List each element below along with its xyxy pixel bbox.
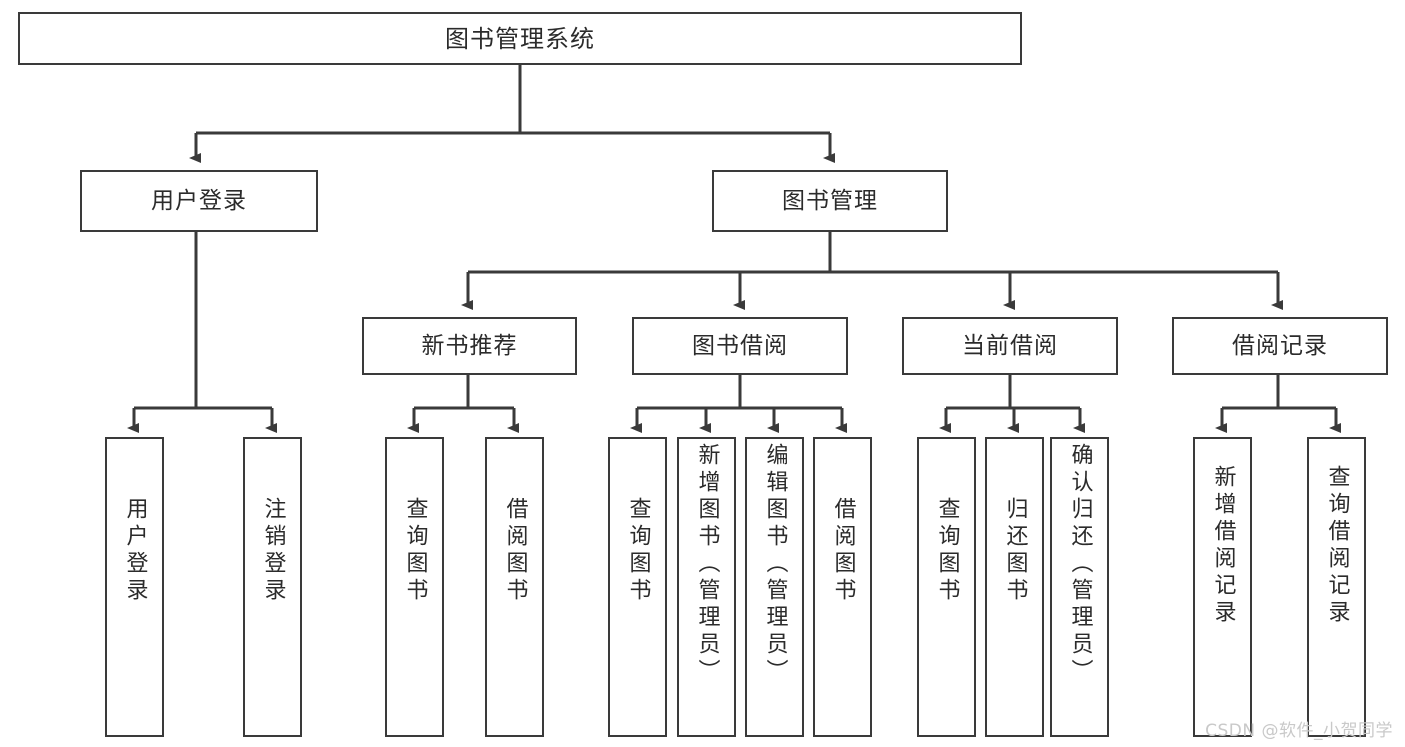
node-label: 新增图书（管理员）: [694, 443, 720, 686]
leaf-confirm-return[interactable]: 确认归还（管理员）: [1050, 437, 1109, 737]
leaf-query-borrow-record[interactable]: 查询借阅记录: [1307, 437, 1366, 737]
leaf-edit-book[interactable]: 编辑图书（管理员）: [745, 437, 804, 737]
node-book-management[interactable]: 图书管理: [712, 170, 948, 232]
node-label: 图书管理: [782, 187, 878, 214]
csdn-watermark: CSDN @软件_小贺同学: [1205, 721, 1393, 741]
node-label: 归还图书: [1002, 497, 1028, 605]
node-label: 查询图书: [934, 497, 960, 605]
leaf-borrow-book-recommend[interactable]: 借阅图书: [485, 437, 544, 737]
node-label: 注销登录: [260, 497, 286, 605]
node-label: 查询借阅记录: [1324, 465, 1350, 627]
node-label: 新书推荐: [421, 332, 518, 359]
node-label: 新增借阅记录: [1210, 465, 1236, 627]
node-book-borrow[interactable]: 图书借阅: [632, 317, 848, 375]
node-current-borrow[interactable]: 当前借阅: [902, 317, 1118, 375]
node-label: 当前借阅: [962, 332, 1058, 359]
node-borrow-record[interactable]: 借阅记录: [1172, 317, 1388, 375]
node-label: 查询图书: [625, 497, 651, 605]
node-label: 图书借阅: [692, 332, 788, 359]
node-label: 查询图书: [402, 497, 428, 605]
leaf-query-book-current[interactable]: 查询图书: [917, 437, 976, 737]
node-label: 确认归还（管理员）: [1067, 443, 1093, 686]
leaf-add-borrow-record[interactable]: 新增借阅记录: [1193, 437, 1252, 737]
node-label: 图书管理系统: [445, 24, 595, 53]
node-label: 借阅记录: [1232, 332, 1328, 359]
leaf-query-book-recommend[interactable]: 查询图书: [385, 437, 444, 737]
node-label: 借阅图书: [502, 497, 528, 605]
node-user-login[interactable]: 用户登录: [80, 170, 318, 232]
leaf-user-login[interactable]: 用户登录: [105, 437, 164, 737]
node-label: 用户登录: [151, 187, 247, 214]
leaf-query-book-borrow[interactable]: 查询图书: [608, 437, 667, 737]
node-new-book-recommend[interactable]: 新书推荐: [362, 317, 577, 375]
leaf-add-book[interactable]: 新增图书（管理员）: [677, 437, 736, 737]
node-label: 借阅图书: [830, 497, 856, 605]
node-label: 编辑图书（管理员）: [762, 443, 788, 686]
leaf-borrow-book-borrow[interactable]: 借阅图书: [813, 437, 872, 737]
leaf-return-book[interactable]: 归还图书: [985, 437, 1044, 737]
node-root-system[interactable]: 图书管理系统: [18, 12, 1022, 65]
node-label: 用户登录: [122, 497, 148, 605]
leaf-logout[interactable]: 注销登录: [243, 437, 302, 737]
